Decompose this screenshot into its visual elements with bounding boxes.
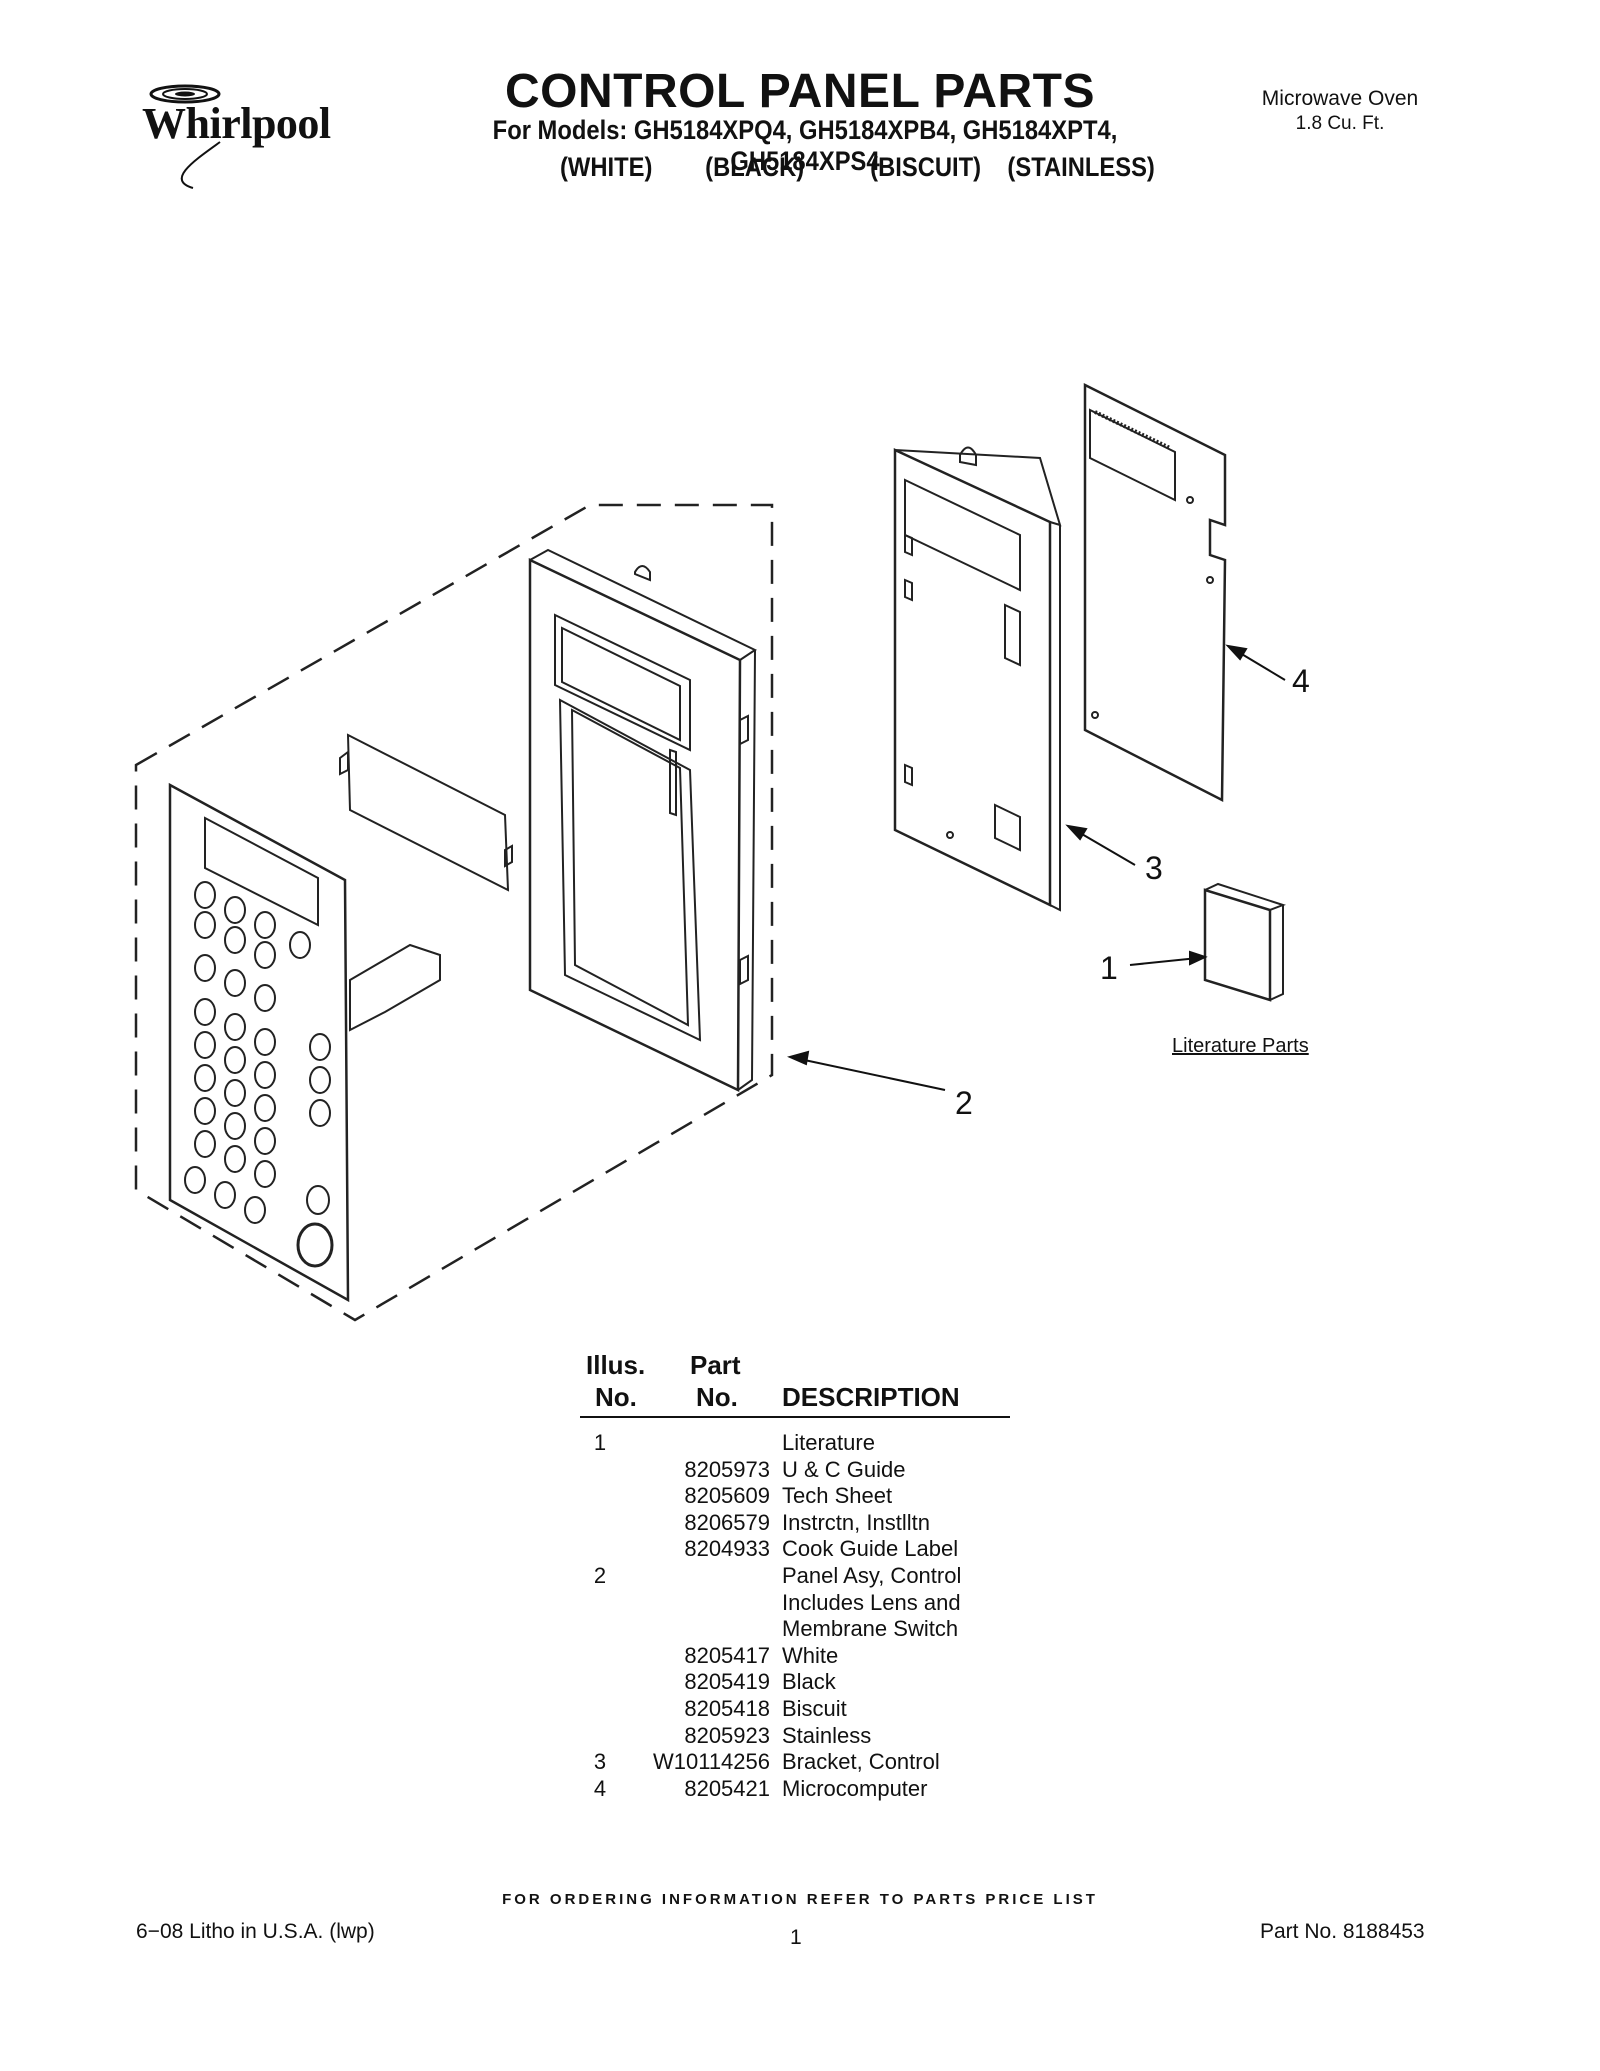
- callout-4: 4: [1292, 663, 1310, 699]
- table-row: 8205609 Tech Sheet: [580, 1483, 1020, 1510]
- row-part-no: 8205421: [684, 1775, 770, 1801]
- row-description: Bracket, Control: [782, 1749, 940, 1775]
- row-part-no: 8205609: [684, 1483, 770, 1509]
- control-panel-assembly: [528, 548, 758, 1092]
- table-row: 8205973 U & C Guide: [580, 1457, 1020, 1484]
- lens: [346, 733, 510, 892]
- row-description: White: [782, 1642, 839, 1668]
- page-number: 1: [790, 1926, 802, 1949]
- header-part: Part: [690, 1350, 741, 1380]
- table-row: 8205923 Stainless: [580, 1723, 1020, 1750]
- callout-1: 1: [1100, 950, 1118, 986]
- whirlpool-logo: [149, 84, 221, 189]
- literature-parts-caption: Literature Parts: [1172, 1035, 1309, 1057]
- table-row: 8205418 Biscuit: [580, 1696, 1020, 1723]
- table-rows: 1 Literature 8205973 U & C Guide 8205609 Tech…: [580, 1430, 1020, 1802]
- row-description: Membrane Switch: [782, 1616, 959, 1642]
- row-illus-no: 2: [593, 1562, 607, 1588]
- row-description: Panel Asy, Control: [782, 1562, 962, 1588]
- row-description: Includes Lens and: [782, 1589, 961, 1615]
- callout-2: 2: [955, 1085, 973, 1121]
- row-description: Literature: [782, 1430, 875, 1455]
- ordering-note: FOR ORDERING INFORMATION REFER TO PARTS …: [502, 1891, 1098, 1908]
- row-part-no: 8206579: [684, 1509, 770, 1535]
- row-description: Instrctn, Instlltn: [782, 1509, 930, 1535]
- row-description: Microcomputer: [782, 1775, 928, 1801]
- table-row: 4 8205421 Microcomputer: [580, 1776, 1020, 1803]
- row-part-no: 8205419: [684, 1669, 770, 1695]
- row-description: Biscuit: [782, 1695, 847, 1721]
- model-list: For Models: GH5184XPQ4, GH5184XPB4, GH51…: [492, 115, 1118, 176]
- header-illus: Illus.: [586, 1350, 646, 1380]
- row-description: Stainless: [782, 1722, 872, 1748]
- row-illus-no: 3: [593, 1749, 607, 1775]
- literature-parts: [1203, 882, 1286, 1002]
- table-row: 1 Literature: [580, 1430, 1020, 1457]
- row-part-no: 8205973: [684, 1456, 770, 1482]
- control-bracket: [893, 446, 1062, 912]
- row-illus-no: 1: [593, 1430, 607, 1455]
- brand-logo-text: Whirlpool: [142, 99, 331, 148]
- row-part-no: 8205417: [684, 1642, 770, 1668]
- row-description: Cook Guide Label: [782, 1536, 959, 1562]
- table-row: Includes Lens and: [580, 1590, 1020, 1617]
- table-row: 8205419 Black: [580, 1669, 1020, 1696]
- header-rule: [580, 1416, 1010, 1418]
- assembly-dashed-outline: [134, 503, 774, 1322]
- row-part-no: 8205923: [684, 1722, 770, 1748]
- litho-info: 6−08 Litho in U.S.A. (lwp): [136, 1920, 375, 1943]
- table-row: 8204933 Cook Guide Label: [580, 1536, 1020, 1563]
- table-row: 3 W10114256 Bracket, Control: [580, 1749, 1020, 1776]
- table-row: 8205417 White: [580, 1643, 1020, 1670]
- table-row: 8206579 Instrctn, Instlltn: [580, 1510, 1020, 1537]
- row-description: Tech Sheet: [782, 1483, 893, 1509]
- row-illus-no: 4: [593, 1775, 607, 1801]
- document-part-number: Part No. 8188453: [1260, 1920, 1425, 1943]
- microcomputer-board: [1083, 382, 1227, 803]
- product-size: 1.8 Cu. Ft.: [1295, 113, 1385, 134]
- header-illus-no: No.: [595, 1382, 637, 1412]
- header-part-no: No.: [696, 1382, 738, 1412]
- membrane-keypad: [168, 782, 441, 1303]
- row-part-no: 8205418: [684, 1695, 770, 1721]
- header-description: DESCRIPTION: [782, 1382, 960, 1412]
- table-row: 2 Panel Asy, Control: [580, 1563, 1020, 1590]
- row-part-no: W10114256: [652, 1749, 770, 1775]
- page-title: CONTROL PANEL PARTS: [505, 65, 1095, 118]
- row-description: Black: [782, 1669, 836, 1695]
- callout-3: 3: [1145, 850, 1163, 886]
- table-row: Membrane Switch: [580, 1616, 1020, 1643]
- row-description: U & C Guide: [782, 1456, 906, 1482]
- row-part-no: 8204933: [684, 1536, 770, 1562]
- product-type: Microwave Oven: [1261, 87, 1419, 110]
